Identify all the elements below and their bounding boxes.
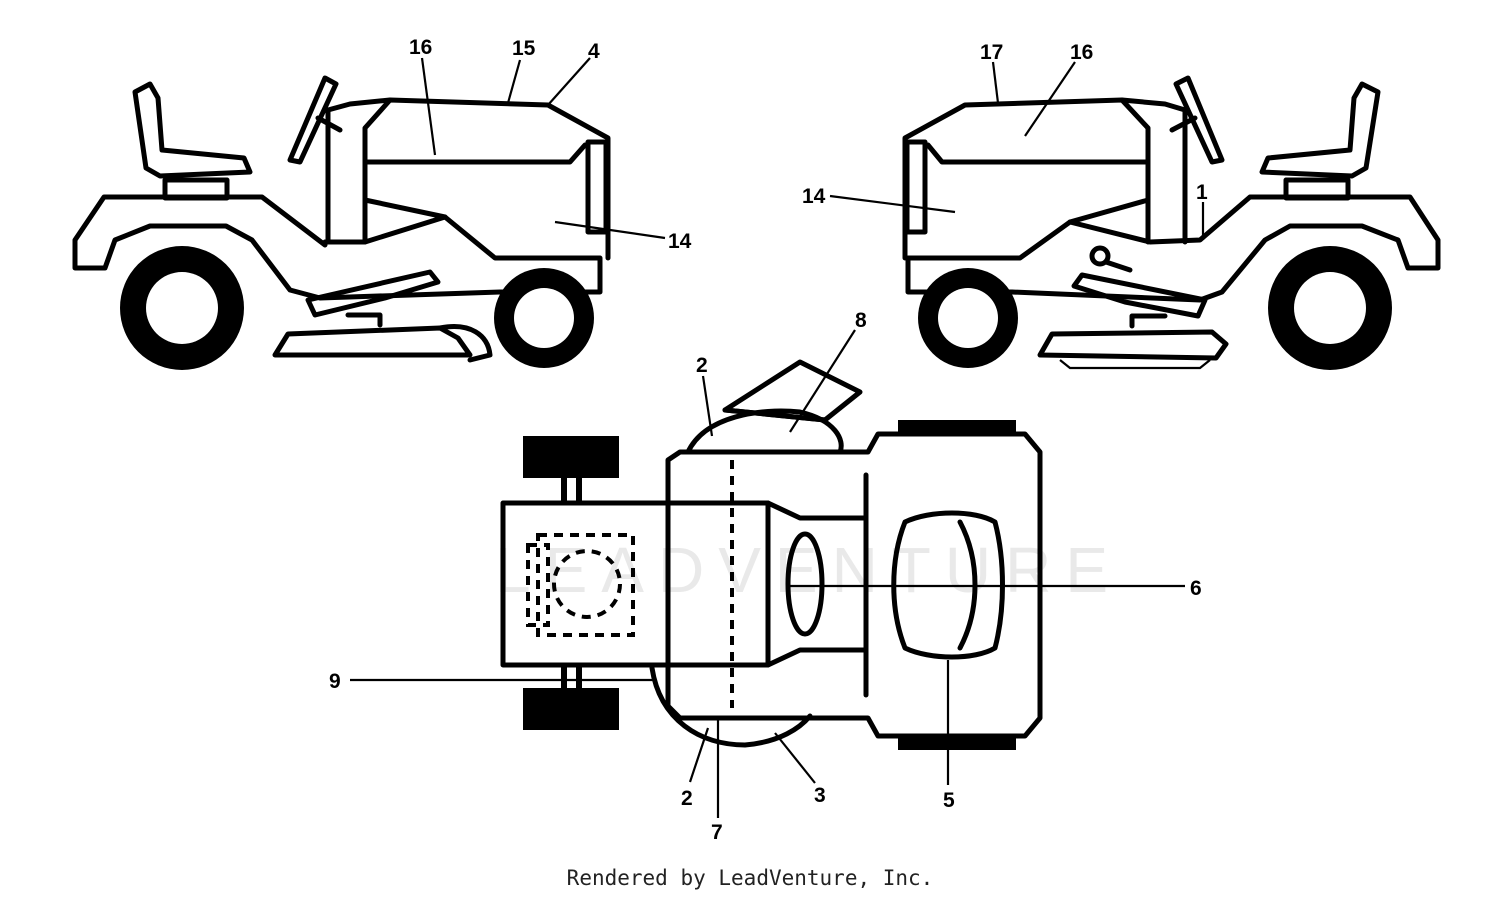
- callout-6: 6: [1190, 577, 1202, 600]
- rear-wheel-top: [898, 420, 1016, 434]
- front-wheel-top: [523, 436, 619, 478]
- rear-wheel-bottom: [898, 736, 1016, 750]
- callout-15: 15: [512, 37, 536, 60]
- callout-labels: 16 15 4 14 17 16 14 1 8 2 6 9 2 7 3 5: [329, 36, 1208, 844]
- callout-9: 9: [329, 670, 341, 693]
- front-wheel-bottom: [523, 688, 619, 730]
- callout-2-bottom: 2: [681, 787, 693, 810]
- top-view: [500, 359, 1043, 750]
- left-side-view: [72, 75, 611, 370]
- callout-3: 3: [814, 784, 826, 807]
- callout-17: 17: [980, 41, 1003, 64]
- callout-4: 4: [588, 40, 600, 63]
- right-side-view: [902, 75, 1441, 370]
- callout-5: 5: [943, 789, 955, 812]
- callout-14-left: 14: [668, 230, 692, 253]
- callout-14-right: 14: [802, 185, 826, 208]
- callout-7: 7: [711, 821, 723, 844]
- callout-2-top: 2: [696, 354, 708, 377]
- callout-1: 1: [1196, 181, 1208, 204]
- watermark-text: LEADVENTURE: [495, 534, 1122, 606]
- callout-8: 8: [855, 309, 867, 332]
- callout-16-left: 16: [409, 36, 432, 59]
- leader-lines: [350, 57, 1205, 818]
- footer-credit: Rendered by LeadVenture, Inc.: [566, 866, 934, 890]
- callout-16-right: 16: [1070, 41, 1093, 64]
